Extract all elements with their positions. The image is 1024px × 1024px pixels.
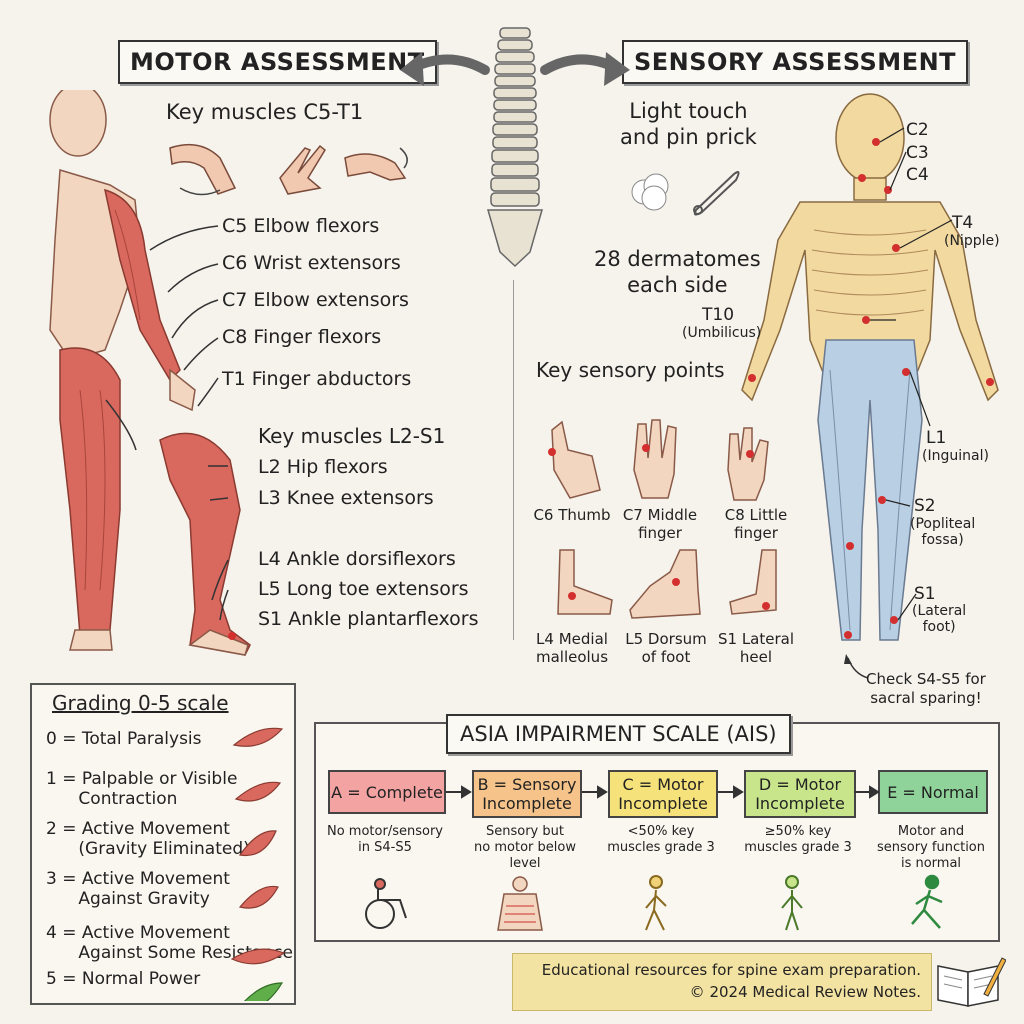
thumb-sketch: [551, 420, 601, 499]
sensory-assessment-title: SENSORY ASSESSMENT: [622, 40, 969, 84]
label-c3: C3: [906, 143, 929, 163]
motor-body-figure: [49, 90, 196, 651]
divider: [513, 280, 514, 640]
little-finger-sketch: [727, 427, 769, 501]
sacral-sparing-note: Check S4-S5 for sacral sparing!: [866, 670, 986, 707]
ais-c-box: C = Motor Incomplete: [608, 770, 718, 818]
dorsum-foot-sketch: [629, 549, 701, 619]
standing-person-green-icon: [781, 875, 803, 931]
grading-scale-panel: Grading 0-5 scale 0 = Total Paralysis 1 …: [30, 683, 296, 1005]
muscle-t1: T1 Finger abductors: [222, 368, 412, 390]
footer-line-1: Educational resources for spine exam pre…: [541, 961, 921, 979]
sacral-arrow: [844, 654, 869, 679]
label-c4: C4: [906, 165, 929, 185]
grade-4: 4 = Active Movement Against Some Resista…: [46, 923, 293, 963]
sensory-point-sketches: [548, 419, 777, 619]
ais-b-box: B = Sensory Incomplete: [472, 770, 582, 818]
label-c2: C2: [906, 120, 929, 140]
point-l5-label: L5 Dorsum of foot: [625, 630, 707, 666]
spine-illustration: [400, 27, 630, 268]
key-sensory-points-heading: Key sensory points: [536, 358, 725, 382]
muscle-s1: S1 Ankle plantarflexors: [258, 608, 479, 630]
point-c7-label: C7 Middle finger: [622, 506, 698, 542]
label-t10-note: (Umbilicus): [682, 325, 762, 341]
ais-arrows: [446, 785, 880, 799]
ais-figures: [365, 874, 943, 931]
muscle-l4: L4 Ankle dorsiflexors: [258, 548, 456, 570]
sensory-tools: [631, 171, 740, 216]
point-c6-label: C6 Thumb: [533, 506, 611, 524]
footer-banner: Educational resources for spine exam pre…: [512, 953, 932, 1011]
walking-person-yellow-icon: [645, 875, 667, 931]
label-s2-note: (Popliteal fossa): [910, 516, 976, 548]
grade-muscle-icons: [230, 727, 286, 1001]
lower-muscles-heading: Key muscles L2-S1: [258, 424, 446, 448]
muscle-l2: L2 Hip flexors: [258, 456, 388, 478]
sensory-modalities: Light touch and pin prick: [620, 99, 757, 149]
ais-e-desc: Motor and sensory function is normal: [876, 824, 985, 871]
footer-line-2: © 2024 Medical Review Notes.: [689, 983, 921, 1001]
point-l4-label: L4 Medial malleolus: [535, 630, 609, 666]
ais-d-desc: ≥50% key muscles grade 3: [744, 824, 852, 855]
grade-1: 1 = Palpable or Visible Contraction: [46, 769, 238, 809]
muscle-c5: C5 Elbow flexors: [222, 215, 380, 237]
grading-title: Grading 0-5 scale: [52, 691, 229, 715]
lateral-heel-sketch: [729, 549, 777, 615]
medial-malleolus-sketch: [557, 549, 613, 615]
label-l1-note: (Inguinal): [922, 448, 989, 464]
ais-panel: ASIA IMPAIRMENT SCALE (AIS) A = Complete…: [314, 714, 1000, 942]
label-t4: T4: [952, 213, 974, 233]
label-t4-note: (Nipple): [944, 233, 1000, 249]
point-c8-label: C8 Little finger: [724, 506, 788, 542]
ais-a-box: A = Complete: [328, 770, 446, 814]
torso-dermatome-icon: [497, 876, 543, 931]
muscle-c7: C7 Elbow extensors: [222, 289, 409, 311]
muscle-c6: C6 Wrist extensors: [222, 252, 401, 274]
cotton-wool-icon: [631, 173, 669, 211]
leg-figure: [159, 432, 251, 656]
running-person-icon: [911, 874, 943, 929]
grade-5: 5 = Normal Power: [46, 969, 201, 989]
ais-c-desc: <50% key muscles grade 3: [607, 824, 715, 855]
arm-movement-sketches: [169, 143, 408, 196]
ais-title: ASIA IMPAIRMENT SCALE (AIS): [446, 714, 791, 754]
label-t10: T10: [702, 305, 735, 325]
ais-d-box: D = Motor Incomplete: [744, 770, 856, 818]
wheelchair-icon: [365, 878, 407, 929]
motor-pointer-arrows: [105, 225, 229, 621]
upper-muscles-heading: Key muscles C5-T1: [166, 100, 364, 124]
ais-b-desc: Sensory but no motor below level: [474, 824, 576, 871]
label-s1-note: (Lateral foot): [912, 603, 967, 635]
motor-assessment-title: MOTOR ASSESSMENT: [118, 40, 437, 84]
middle-finger-sketch: [633, 419, 677, 499]
grade-2: 2 = Active Movement (Gravity Eliminated): [46, 819, 250, 859]
grade-0: 0 = Total Paralysis: [46, 729, 202, 749]
muscle-l5: L5 Long toe extensors: [258, 578, 469, 600]
book-pencil-icon: [937, 957, 1006, 1007]
label-s1: S1: [914, 584, 936, 604]
sensory-body-figure: [741, 93, 999, 641]
label-s2: S2: [914, 496, 936, 516]
muscle-c8: C8 Finger flexors: [222, 326, 382, 348]
grade-3: 3 = Active Movement Against Gravity: [46, 869, 230, 909]
label-l1: L1: [926, 428, 947, 448]
ais-a-desc: No motor/sensory in S4-S5: [327, 824, 443, 855]
ais-e-box: E = Normal: [878, 770, 988, 814]
muscle-l3: L3 Knee extensors: [258, 487, 434, 509]
point-s1-label: S1 Lateral heel: [717, 630, 795, 666]
dermatome-count: 28 dermatomes each side: [594, 247, 761, 297]
safety-pin-icon: [693, 171, 740, 216]
